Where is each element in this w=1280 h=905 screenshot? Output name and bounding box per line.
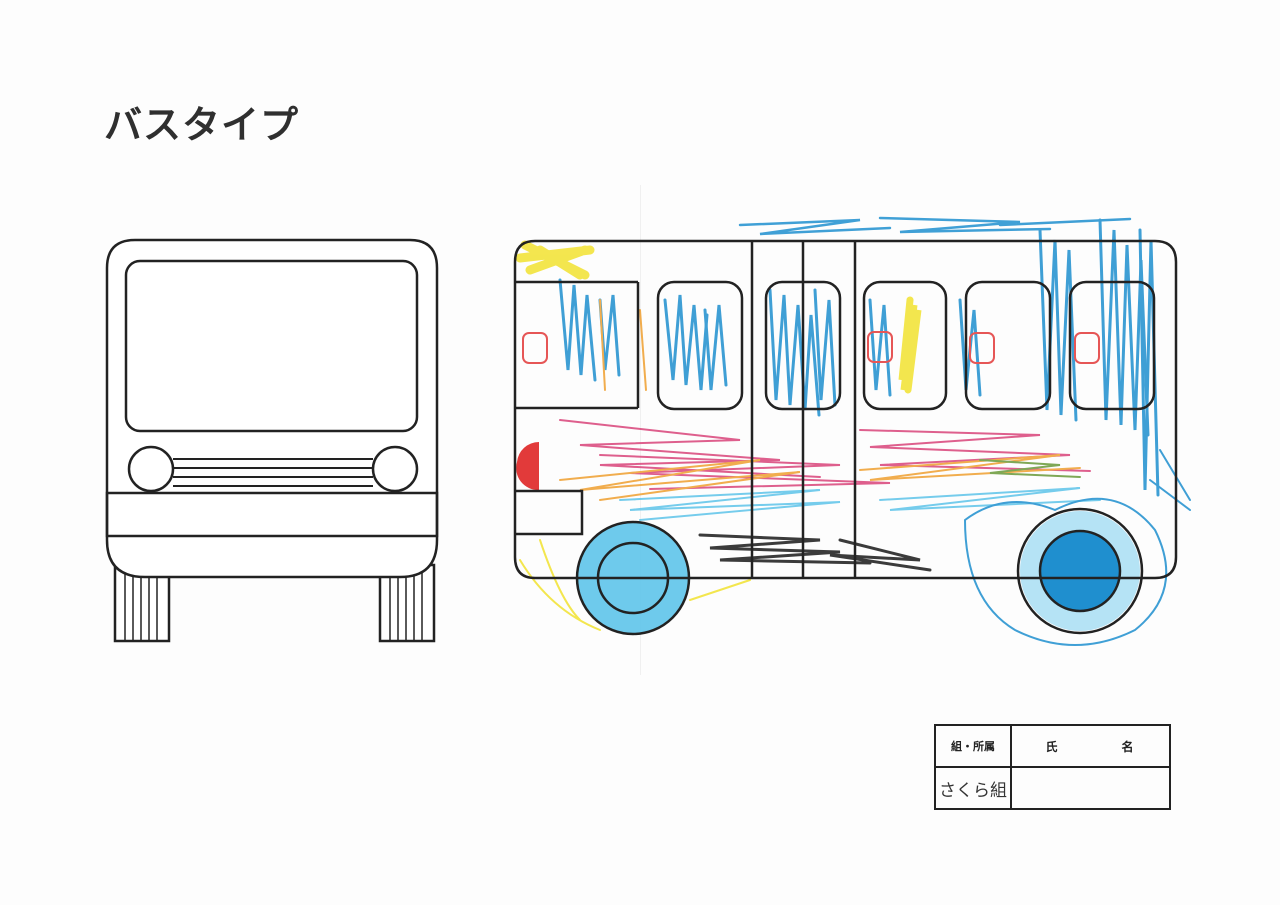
bus-side-view [513, 239, 1178, 636]
paper-fold-line [640, 185, 641, 675]
bus-front-view [105, 238, 439, 643]
front-bumper [105, 491, 439, 538]
side-window-5 [1068, 280, 1156, 411]
front-grille [173, 458, 373, 487]
side-window-1 [656, 280, 744, 411]
side-body [513, 239, 1178, 580]
group-value[interactable]: さくら組 [934, 766, 1012, 810]
info-table: 組・所属 氏 名 さくら組 [934, 724, 1171, 810]
name-value[interactable] [1010, 766, 1171, 810]
side-window-4 [964, 280, 1052, 411]
side-window-3 [862, 280, 948, 411]
page-title: バスタイプ [104, 103, 300, 147]
front-windshield [124, 259, 419, 433]
side-rear-bumper [515, 489, 584, 536]
side-rear-wheel [1016, 507, 1144, 635]
side-front-wheel [575, 520, 691, 636]
name-header: 氏 名 [1010, 724, 1171, 768]
group-header: 組・所属 [934, 724, 1012, 768]
side-window-2 [764, 280, 842, 411]
front-body [105, 238, 439, 579]
crayon-coloring [515, 216, 1191, 646]
